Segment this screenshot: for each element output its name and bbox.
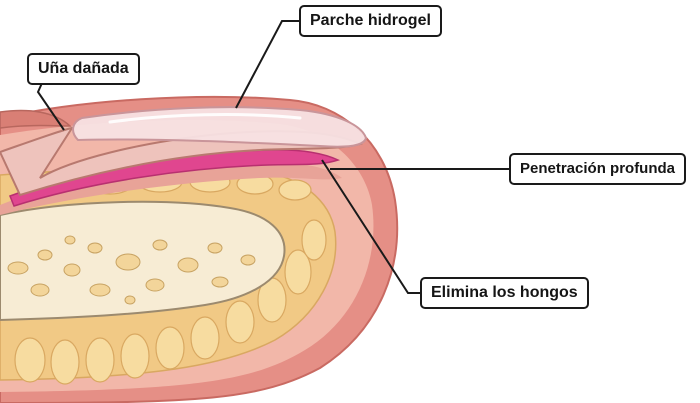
nail-bed <box>0 161 342 215</box>
bone-marrow <box>7 235 256 305</box>
hydrogel-patch-highlight <box>108 113 302 124</box>
distal-phalanx-bone <box>0 200 286 322</box>
leader-lines <box>36 20 509 294</box>
leader-line-damaged-nail <box>36 82 65 131</box>
label-damaged-nail: Uña dañada <box>27 53 140 85</box>
label-hydrogel-patch: Parche hidrogel <box>299 5 442 37</box>
label-deep-penetration: Penetración profunda <box>509 153 687 185</box>
label-kills-fungus: Elimina los hongos <box>420 277 589 309</box>
cuticle-fold <box>0 109 72 129</box>
leader-line-fungus <box>321 159 420 294</box>
leader-line-hydrogel <box>235 20 299 109</box>
